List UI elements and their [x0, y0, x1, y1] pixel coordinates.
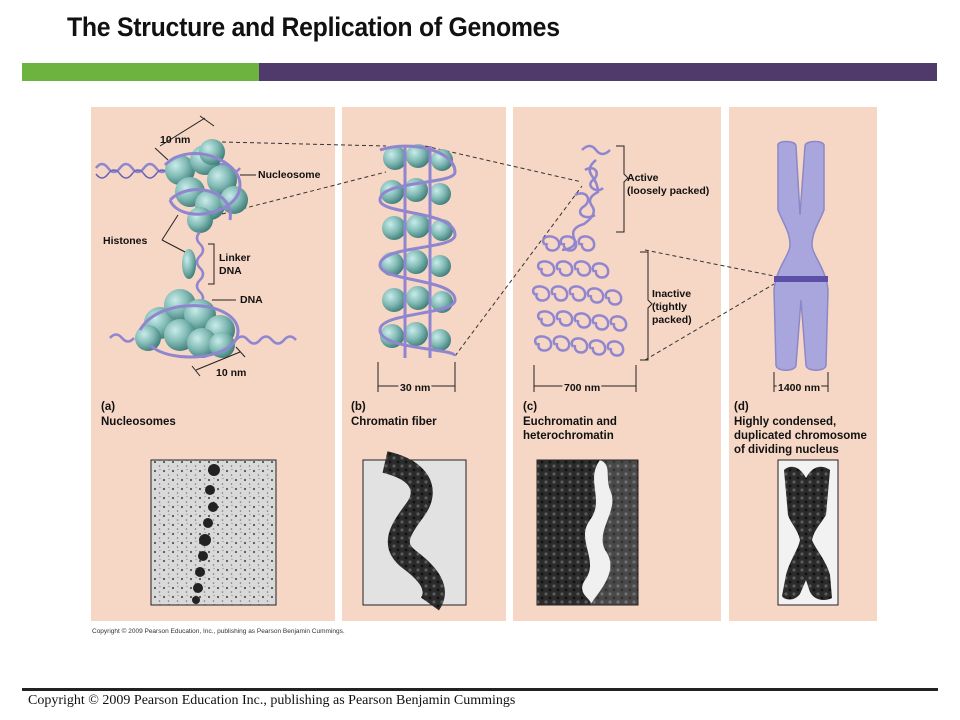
- micrograph-nucleosomes: [150, 459, 277, 606]
- panel-b-chromatin-fiber-drawing: 30 nm (b) Chromatin fiber: [351, 144, 467, 611]
- panel-a-nucleosomes-drawing: 10 nm Nucleosome Histones Linker DNA DNA…: [95, 115, 321, 606]
- nucleosome-bottom: [135, 289, 240, 359]
- size-10nm-top: 10 nm: [160, 134, 190, 146]
- label-histones: Histones: [103, 235, 148, 247]
- nucleosome-top: [163, 139, 248, 233]
- figure-copyright: Copyright © 2009 Pearson Education, Inc.…: [92, 627, 345, 635]
- label-inactive: Inactive: [652, 288, 691, 300]
- micrograph-euchromatin: [536, 459, 639, 606]
- panel-a-letter: (a): [101, 401, 115, 413]
- label-linker: Linker: [219, 252, 251, 264]
- label-loosely-packed: (loosely packed): [627, 185, 709, 197]
- panel-d-chromosome-drawing: 1400 nm (d) Highly condensed, duplicated…: [734, 140, 867, 606]
- panel-c-euchromatin-drawing: Active (loosely packed) Inactive (tightl…: [523, 144, 709, 606]
- size-10nm-bottom: 10 nm: [216, 367, 246, 379]
- panel-d-caption-line3: of dividing nucleus: [734, 444, 839, 456]
- size-700nm: 700 nm: [564, 382, 600, 394]
- duplicated-chromosome: [773, 140, 829, 371]
- chromosome-band: [774, 276, 828, 282]
- panel-c-caption-line2: heterochromatin: [523, 430, 614, 442]
- inactive-tight-loops: [531, 235, 628, 357]
- dna-strand-bottom: [109, 333, 297, 345]
- label-tightly: (tightly: [652, 301, 687, 313]
- micrograph-chromosome: [777, 459, 839, 606]
- linker-histone: [182, 249, 196, 279]
- micrograph-chromatin-fiber: [362, 451, 467, 611]
- label-nucleosome: Nucleosome: [258, 169, 321, 181]
- size-30nm: 30 nm: [400, 382, 430, 394]
- panel-b-caption: Chromatin fiber: [351, 416, 437, 428]
- footer-divider: [22, 688, 938, 691]
- panel-c-letter: (c): [523, 401, 537, 413]
- panel-d-letter: (d): [734, 401, 749, 413]
- panel-d-caption-line1: Highly condensed,: [734, 416, 836, 428]
- label-dna: DNA: [240, 294, 263, 306]
- label-packed: packed): [652, 314, 692, 326]
- title-underline-purple: [259, 63, 937, 81]
- footer-copyright: Copyright © 2009 Pearson Education Inc.,…: [28, 693, 516, 708]
- panel-c-caption-line1: Euchromatin and: [523, 416, 617, 428]
- label-linker-dna: DNA: [219, 265, 242, 277]
- zoom-connector-lines: [221, 141, 775, 361]
- panel-b-letter: (b): [351, 401, 366, 413]
- label-active: Active: [627, 172, 659, 184]
- title-underline-green: [22, 63, 259, 81]
- size-1400nm: 1400 nm: [778, 382, 820, 394]
- chromatin-fiber-coil: [378, 144, 457, 358]
- page-title: The Structure and Replication of Genomes: [67, 12, 560, 42]
- panel-d-caption-line2: duplicated chromosome: [734, 430, 867, 442]
- panel-a-caption: Nucleosomes: [101, 416, 176, 428]
